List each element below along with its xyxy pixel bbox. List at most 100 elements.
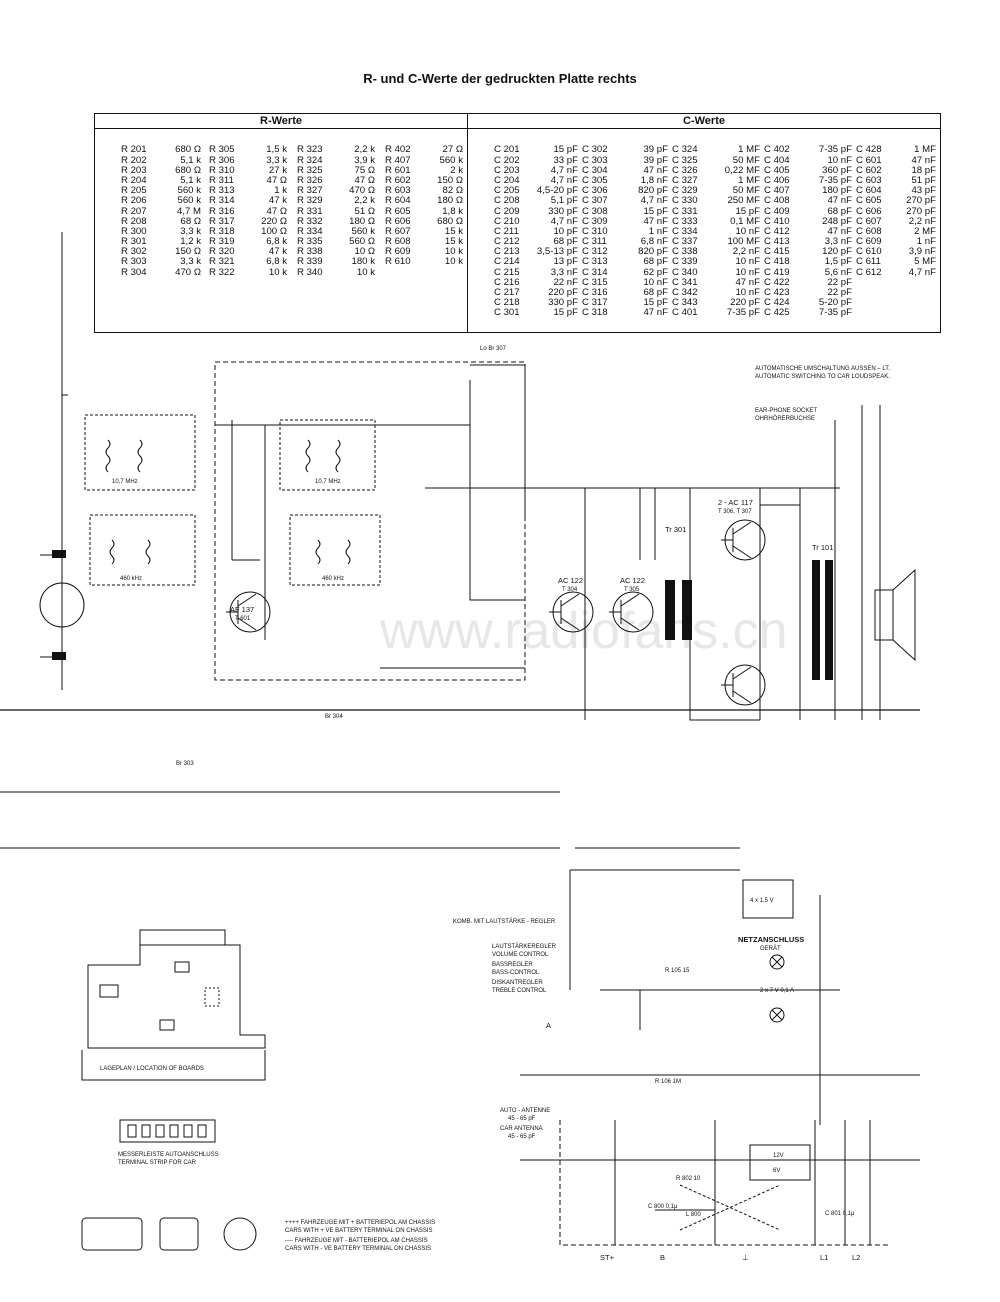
- c-col1-refs-entry: C 213: [494, 246, 520, 258]
- r-col3-refs-entry: R 324: [297, 154, 323, 166]
- r-col1-vals-entry: 680 Ω: [175, 144, 201, 156]
- r-col2-vals-entry: 3,3 k: [266, 154, 287, 166]
- c-col3-vals-entry: 250 MF: [727, 195, 760, 207]
- c-col1-refs-entry: C 212: [494, 236, 520, 248]
- c-col3-vals-entry: 220 pF: [730, 297, 760, 309]
- label-legend-h-en: TREBLE CONTROL: [492, 988, 547, 994]
- c-col4-vals-entry: 47 nF: [827, 225, 852, 237]
- c-col2-vals-entry: 68 pF: [643, 287, 668, 299]
- c-col4-vals-entry: 47 nF: [827, 195, 852, 207]
- c-col4-refs-entry: C 418: [764, 256, 790, 268]
- r-col3-refs-entry: R 335: [297, 236, 323, 248]
- r-col2-vals-entry: 27 k: [268, 164, 287, 176]
- c-col3-vals-entry: 7-35 pF: [726, 307, 760, 319]
- c-col2-refs-entry: C 308: [582, 205, 608, 217]
- r-col4-vals-entry: 150 Ω: [437, 174, 463, 186]
- c-col2-vals-entry: 1 nF: [648, 225, 668, 237]
- label-t601: T 601: [235, 616, 251, 622]
- label-legend-l-en: VOLUME CONTROL: [492, 952, 549, 958]
- r-col2-refs-entry: R 310: [209, 164, 235, 176]
- c-col1-vals-entry: 13 pF: [553, 256, 578, 268]
- c-col2-refs-entry: C 312: [582, 246, 608, 258]
- label-note2-en: CARS WITH - VE BATTERY TERMINAL ON CHASS…: [285, 1246, 431, 1252]
- c-col5-vals-entry: 2,2 nF: [908, 215, 936, 227]
- c-col5-vals-entry: 270 pF: [906, 195, 936, 207]
- r-col3-refs-entry: R 338: [297, 246, 323, 258]
- c-col5-refs-entry: C 605: [856, 195, 882, 207]
- r-col1-vals-entry: 560 k: [177, 185, 201, 197]
- c-col4-vals-entry: 5-20 pF: [818, 297, 852, 309]
- loudspeaker-icon: [874, 568, 916, 662]
- board-layout-diagram: [81, 929, 266, 1081]
- c-col2-refs-entry: C 303: [582, 154, 608, 166]
- r-col4-vals-entry: 2 k: [450, 164, 463, 176]
- r-col1-refs-entry: R 202: [121, 154, 147, 166]
- c-col3-refs-entry: C 337: [672, 236, 698, 248]
- r-col4-vals-entry: 680 Ω: [437, 215, 463, 227]
- r-col1-vals-entry: 1,2 k: [180, 236, 201, 248]
- r-col2-vals-entry: 47 Ω: [266, 205, 287, 217]
- label-freq-460b: 460 kHz: [322, 576, 344, 582]
- r-col4-vals-entry: 82 Ω: [442, 185, 463, 197]
- label-r802: R 802 10: [676, 1176, 701, 1182]
- transformer-tr301: [665, 580, 692, 640]
- c-col3-refs-entry: C 325: [672, 154, 698, 166]
- c-col4-refs-entry: C 424: [764, 297, 790, 309]
- r-col1-vals-entry: 150 Ω: [175, 246, 201, 258]
- r-col3-refs-entry: R 327: [297, 185, 323, 197]
- c-col5-vals-entry: 18 pF: [911, 164, 936, 176]
- c-col5-vals-entry: 1 nF: [916, 236, 936, 248]
- r-col2-vals-entry: 220 Ω: [261, 215, 287, 227]
- r-col3-vals-entry: 560 k: [351, 225, 375, 237]
- c-col1-vals-entry: 22 nF: [553, 276, 578, 288]
- page-title: R- und C-Werte der gedruckten Platte rec…: [363, 71, 637, 86]
- c-col3-vals-entry: 50 MF: [732, 185, 760, 197]
- transformer-tr101: [812, 560, 833, 680]
- r-col3-refs-entry: R 339: [297, 256, 323, 268]
- label-t305: T 305: [624, 587, 640, 593]
- r-col2-refs-entry: R 313: [209, 185, 235, 197]
- r-col1-refs-entry: R 201: [121, 144, 147, 156]
- c-col3-refs-entry: C 339: [672, 256, 698, 268]
- label-antenna-a: A: [546, 1021, 551, 1030]
- label-auto-ant-val: 45 - 65 pF: [508, 1116, 536, 1122]
- r-col3-vals-entry: 2,2 k: [354, 195, 375, 207]
- r-col3-vals-entry: 470 Ω: [349, 185, 375, 197]
- r-col1-refs-entry: R 208: [121, 215, 147, 227]
- if-coils: [105, 439, 351, 565]
- r-col4-refs-entry: R 407: [385, 154, 411, 166]
- r-col2-refs-entry: R 311: [209, 174, 234, 186]
- c-col3-refs-entry: C 324: [672, 144, 698, 156]
- label-note1-en: CARS WITH + VE BATTERY TERMINAL ON CHASS…: [285, 1228, 433, 1234]
- r-col2-vals-entry: 10 k: [268, 266, 287, 278]
- terminal-strip-icon: [119, 1119, 216, 1143]
- r-col1-refs-entry: R 301: [121, 236, 147, 248]
- transistor-t307: [721, 664, 766, 706]
- c-col5-vals-entry: 3,9 nF: [908, 246, 936, 258]
- label-6v: 6V: [773, 1168, 780, 1174]
- label-auto-switch-en: AUTOMATIC SWITCHING TO CAR LOUDSPEAK.: [755, 374, 890, 380]
- r-col1-refs-entry: R 205: [121, 185, 147, 197]
- c-col4-refs-entry: C 412: [764, 225, 790, 237]
- c-col3-vals-entry: 47 nF: [735, 276, 760, 288]
- c-col1-refs-entry: C 214: [494, 256, 520, 268]
- r-col1-vals-entry: 5,1 k: [180, 154, 201, 166]
- c-col4-vals-entry: 3,3 nF: [824, 236, 852, 248]
- c-col4-vals-entry: 5,6 nF: [824, 266, 852, 278]
- label-t304: T 304: [562, 587, 578, 593]
- c-col1-refs-entry: C 210: [494, 215, 520, 227]
- c-col1-vals-entry: 68 pF: [553, 236, 578, 248]
- label-12v: 12V: [773, 1153, 784, 1159]
- c-col1-refs-entry: C 209: [494, 205, 520, 217]
- c-col2-vals-entry: 62 pF: [643, 266, 668, 278]
- c-col1-vals-entry: 4,7 nF: [550, 215, 578, 227]
- r-col4-refs-entry: R 609: [385, 246, 411, 258]
